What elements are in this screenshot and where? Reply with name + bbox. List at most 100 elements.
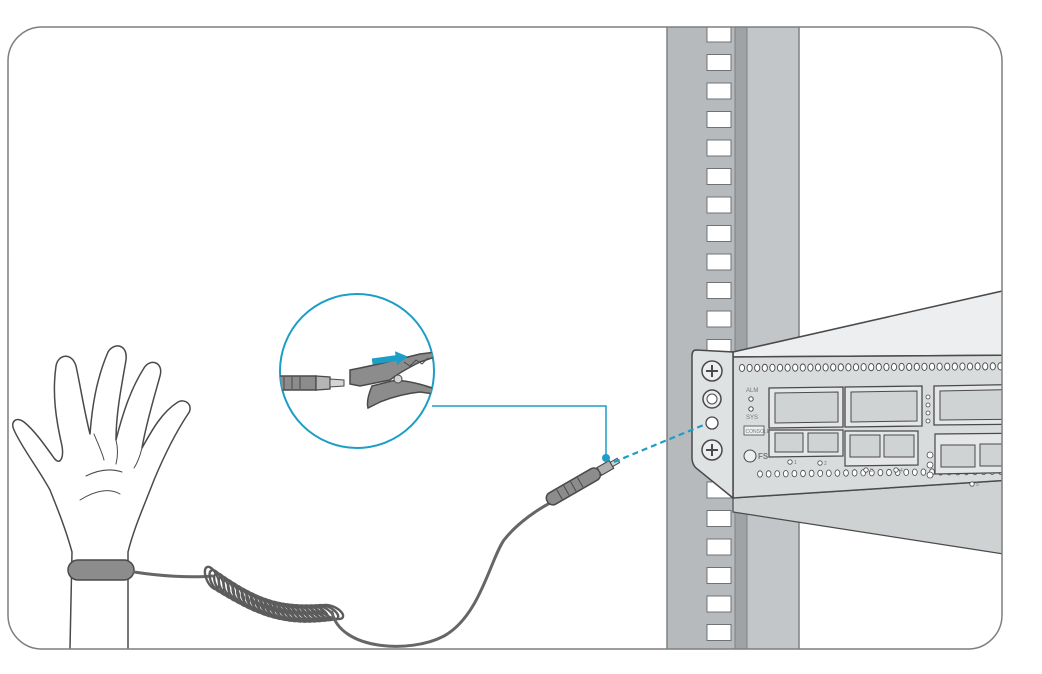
alm-led: [748, 396, 754, 402]
brand-logo-icon: [743, 449, 757, 463]
rack-rail-back: [747, 27, 799, 649]
vent-hole: [860, 363, 867, 372]
rack-hole: [707, 653, 731, 669]
vent-hole: [883, 362, 890, 372]
vent-hole: [966, 362, 974, 371]
vent-hole: [799, 363, 806, 372]
coil-loop: [314, 603, 340, 621]
vent-hole: [1036, 362, 1041, 369]
arrow-right-icon: [371, 351, 408, 366]
port-number-label: 2: [824, 461, 827, 467]
rack-hole: [706, 567, 732, 584]
vent-hole: [845, 363, 852, 372]
port-led: [893, 467, 899, 473]
connection-guide-line: [613, 422, 707, 464]
vent-hole: [746, 363, 753, 373]
brand-label: FS: [758, 452, 769, 461]
vent-hole: [959, 362, 966, 371]
vent-hole: [911, 468, 918, 476]
hand-illustration: [12, 345, 191, 649]
rack-hole: [706, 54, 732, 71]
vent-hole: [1021, 363, 1026, 370]
console-port: [743, 425, 765, 436]
rack-hole: [706, 82, 732, 100]
vent-hole: [868, 469, 875, 477]
grounding-port: [705, 416, 719, 430]
vent-hole: [761, 363, 768, 372]
vent-hole: [1005, 363, 1010, 370]
rack-hole: [706, 538, 732, 556]
vent-hole: [765, 470, 772, 478]
detail-callout: [279, 293, 435, 449]
port-led: [817, 460, 823, 466]
port-number-label: 4: [900, 468, 903, 474]
port-number-label: 1: [794, 460, 797, 466]
vent-hole: [951, 362, 958, 371]
port-led: [969, 481, 975, 487]
vent-hole: [792, 363, 799, 372]
vent-hole: [921, 362, 928, 371]
port-led: [787, 459, 793, 465]
vent-hole: [822, 363, 829, 372]
vent-hole: [877, 468, 884, 477]
rack-rail-gap: [735, 27, 747, 649]
vent-hole: [800, 469, 806, 478]
vent-hole: [913, 362, 920, 371]
coiled-cord-icon: [203, 565, 345, 623]
vent-hole: [776, 363, 784, 372]
vent-hole: [825, 469, 832, 477]
callout-leader-line: [432, 405, 607, 456]
vent-hole: [1024, 468, 1029, 474]
vent-hole: [782, 470, 789, 478]
rack-hole: [706, 196, 732, 214]
vent-hole: [906, 362, 913, 371]
vent-hole: [898, 362, 905, 372]
vent-hole: [843, 469, 849, 477]
vent-hole: [989, 362, 996, 371]
console-label: CONSOLE: [746, 429, 771, 435]
vent-hole: [1007, 468, 1012, 474]
rack-hole: [706, 253, 732, 271]
rack-hole: [706, 225, 732, 242]
rack-hole: [706, 168, 732, 185]
divider-column: [925, 394, 934, 479]
vent-hole: [769, 363, 776, 372]
frame-border: [7, 26, 1003, 650]
vent-hole: [974, 362, 981, 371]
vent-hole: [814, 363, 822, 372]
vent-hole: [982, 362, 989, 371]
upper-port-bays: [768, 383, 1002, 429]
vent-hole: [837, 363, 844, 372]
vent-hole: [875, 363, 882, 372]
vent-hole: [757, 470, 763, 478]
rack-hole: [706, 624, 732, 641]
vent-hole: [890, 362, 898, 372]
sys-led: [748, 406, 754, 412]
vent-hole: [920, 468, 927, 476]
vent-hole: [754, 363, 761, 372]
alm-label: ALM: [746, 388, 758, 394]
vent-hole: [851, 469, 858, 477]
rack-hole: [706, 139, 732, 157]
vent-hole: [886, 468, 892, 477]
vent-hole: [738, 363, 746, 373]
vent-hole: [834, 469, 841, 477]
vent-hole: [868, 363, 875, 372]
coil-loop: [319, 603, 345, 621]
vent-hole: [936, 362, 943, 371]
rack-hole: [706, 27, 732, 43]
vent-hole: [852, 363, 860, 372]
vent-hole: [1016, 468, 1021, 474]
vent-hole: [1028, 363, 1033, 370]
vent-hole: [944, 362, 951, 371]
port-number-label: 5: [976, 482, 979, 488]
vent-hole: [808, 469, 815, 477]
vent-hole: [791, 469, 798, 478]
vent-hole: [1013, 363, 1018, 370]
port-led: [863, 467, 869, 473]
